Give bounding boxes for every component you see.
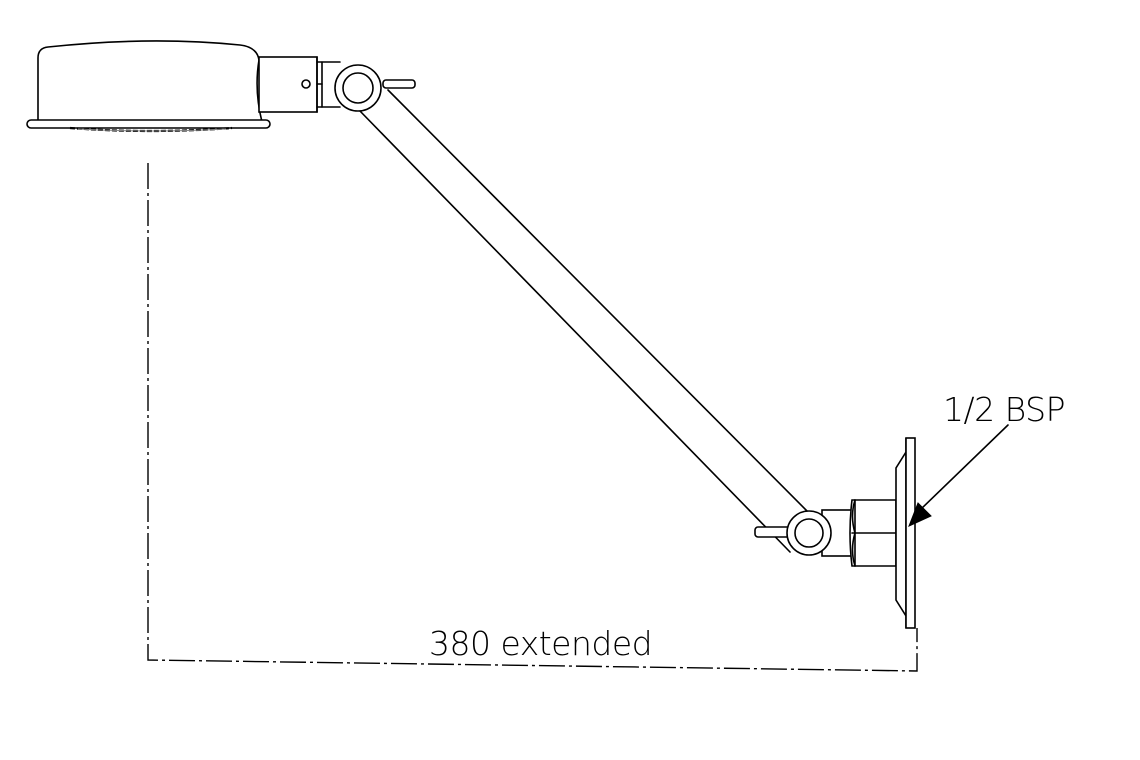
shower-head (26, 40, 271, 133)
bottom-swivel-joint (754, 509, 853, 557)
wall-flange (895, 437, 916, 629)
dimension-380: 380 extended (147, 163, 918, 672)
thread-callout: 1/2 BSP (908, 390, 1065, 527)
arm-tube (358, 89, 813, 553)
hex-nut (849, 499, 897, 567)
thread-size-label: 1/2 BSP (943, 390, 1065, 429)
neck-collar (258, 56, 341, 113)
leader-arrow-icon (908, 502, 932, 527)
top-swivel-joint (334, 64, 416, 112)
collar-pin-icon (301, 79, 311, 89)
dimension-label: 380 extended (429, 624, 652, 663)
